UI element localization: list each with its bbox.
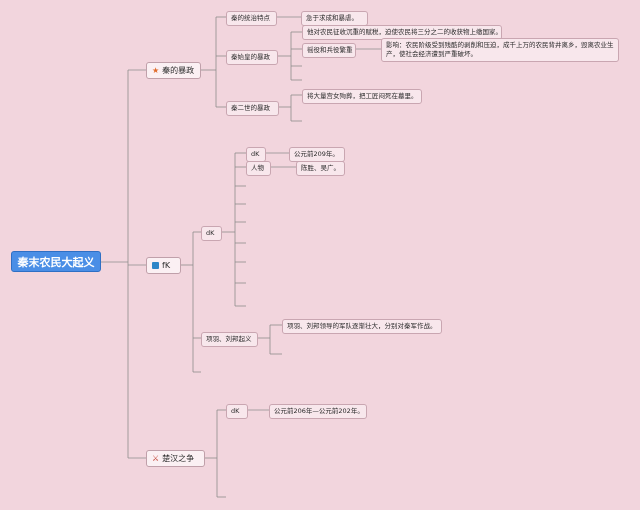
crossed-swords-icon: ⚔ — [152, 453, 160, 463]
node-chuhan-time-value-text: 公元前206年—公元前202年。 — [274, 407, 364, 415]
node-rule-detail[interactable]: 急于求成和暴虐。 — [301, 11, 368, 26]
node-uprising-people-label: 人物 — [251, 164, 264, 172]
node-impact[interactable]: 影响：农民阶级受到残酷的剥削和压迫，成千上万的农民背井离乡，毁离农业生产，使社会… — [381, 38, 619, 62]
node-tax-detail-text: 他对农民征收沉重的赋税，迫使农民将三分之二的收获物上缴国家。 — [307, 28, 502, 36]
node-xiang-liu-detail-text: 项羽、刘邦领导的军队逐渐壮大，分别对秦军作战。 — [287, 322, 437, 330]
node-first-emperor[interactable]: 秦始皇的暴政 — [226, 50, 278, 65]
topic-chu-han[interactable]: ⚔ 楚汉之争 — [146, 450, 205, 467]
node-uprising-people-value[interactable]: 陈胜、吴广。 — [296, 161, 345, 176]
topic-qin-tyranny[interactable]: ★ 秦的暴政 — [146, 62, 201, 79]
node-second-emperor[interactable]: 秦二世的暴政 — [226, 101, 279, 116]
node-xiang-liu[interactable]: 项羽、刘邦起义 — [201, 332, 258, 347]
node-second-emperor-detail-text: 将大量宫女殉葬，把工匠闷死在墓里。 — [307, 92, 418, 100]
node-uprising-time-value-text: 公元前209年。 — [294, 150, 339, 158]
node-xiang-liu-label: 项羽、刘邦起义 — [206, 335, 252, 343]
node-chuhan-time[interactable]: dK — [226, 404, 248, 419]
star-icon: ★ — [152, 65, 160, 75]
node-uprising-time-label: dK — [251, 150, 260, 158]
node-uprising-sub-label: dK — [206, 229, 215, 237]
node-uprising-time[interactable]: dK — [246, 147, 266, 162]
node-chuhan-time-label: dK — [231, 407, 240, 415]
node-impact-text: 影响：农民阶级受到残酷的剥削和压迫，成千上万的农民背井离乡，毁离农业生产，使社会… — [386, 41, 614, 58]
node-labor-label: 徭役和兵役繁重 — [307, 46, 353, 54]
node-labor[interactable]: 徭役和兵役繁重 — [302, 43, 356, 58]
topic-chu-han-label: 楚汉之争 — [162, 454, 195, 463]
node-chuhan-time-value[interactable]: 公元前206年—公元前202年。 — [269, 404, 367, 419]
root-topic[interactable]: 秦末农民大起义 — [11, 251, 101, 272]
node-second-emperor-label: 秦二世的暴政 — [231, 104, 270, 112]
node-uprising-people-value-text: 陈胜、吴广。 — [301, 164, 340, 172]
topic-qin-tyranny-label: 秦的暴政 — [162, 66, 195, 75]
node-uprising-people[interactable]: 人物 — [246, 161, 271, 176]
node-uprising-sub[interactable]: dK — [201, 226, 222, 241]
node-rule-features[interactable]: 秦的统治特点 — [226, 11, 277, 26]
node-xiang-liu-detail[interactable]: 项羽、刘邦领导的军队逐渐壮大，分别对秦军作战。 — [282, 319, 442, 334]
topic-uprising-label: fK — [162, 261, 171, 270]
square-icon — [152, 262, 159, 269]
node-uprising-time-value[interactable]: 公元前209年。 — [289, 147, 345, 162]
root-title: 秦末农民大起义 — [17, 255, 95, 269]
topic-uprising[interactable]: fK — [146, 257, 181, 274]
node-rule-features-label: 秦的统治特点 — [231, 14, 270, 22]
node-second-emperor-detail[interactable]: 将大量宫女殉葬，把工匠闷死在墓里。 — [302, 89, 422, 104]
node-first-emperor-label: 秦始皇的暴政 — [231, 53, 270, 61]
node-rule-detail-text: 急于求成和暴虐。 — [306, 14, 358, 22]
